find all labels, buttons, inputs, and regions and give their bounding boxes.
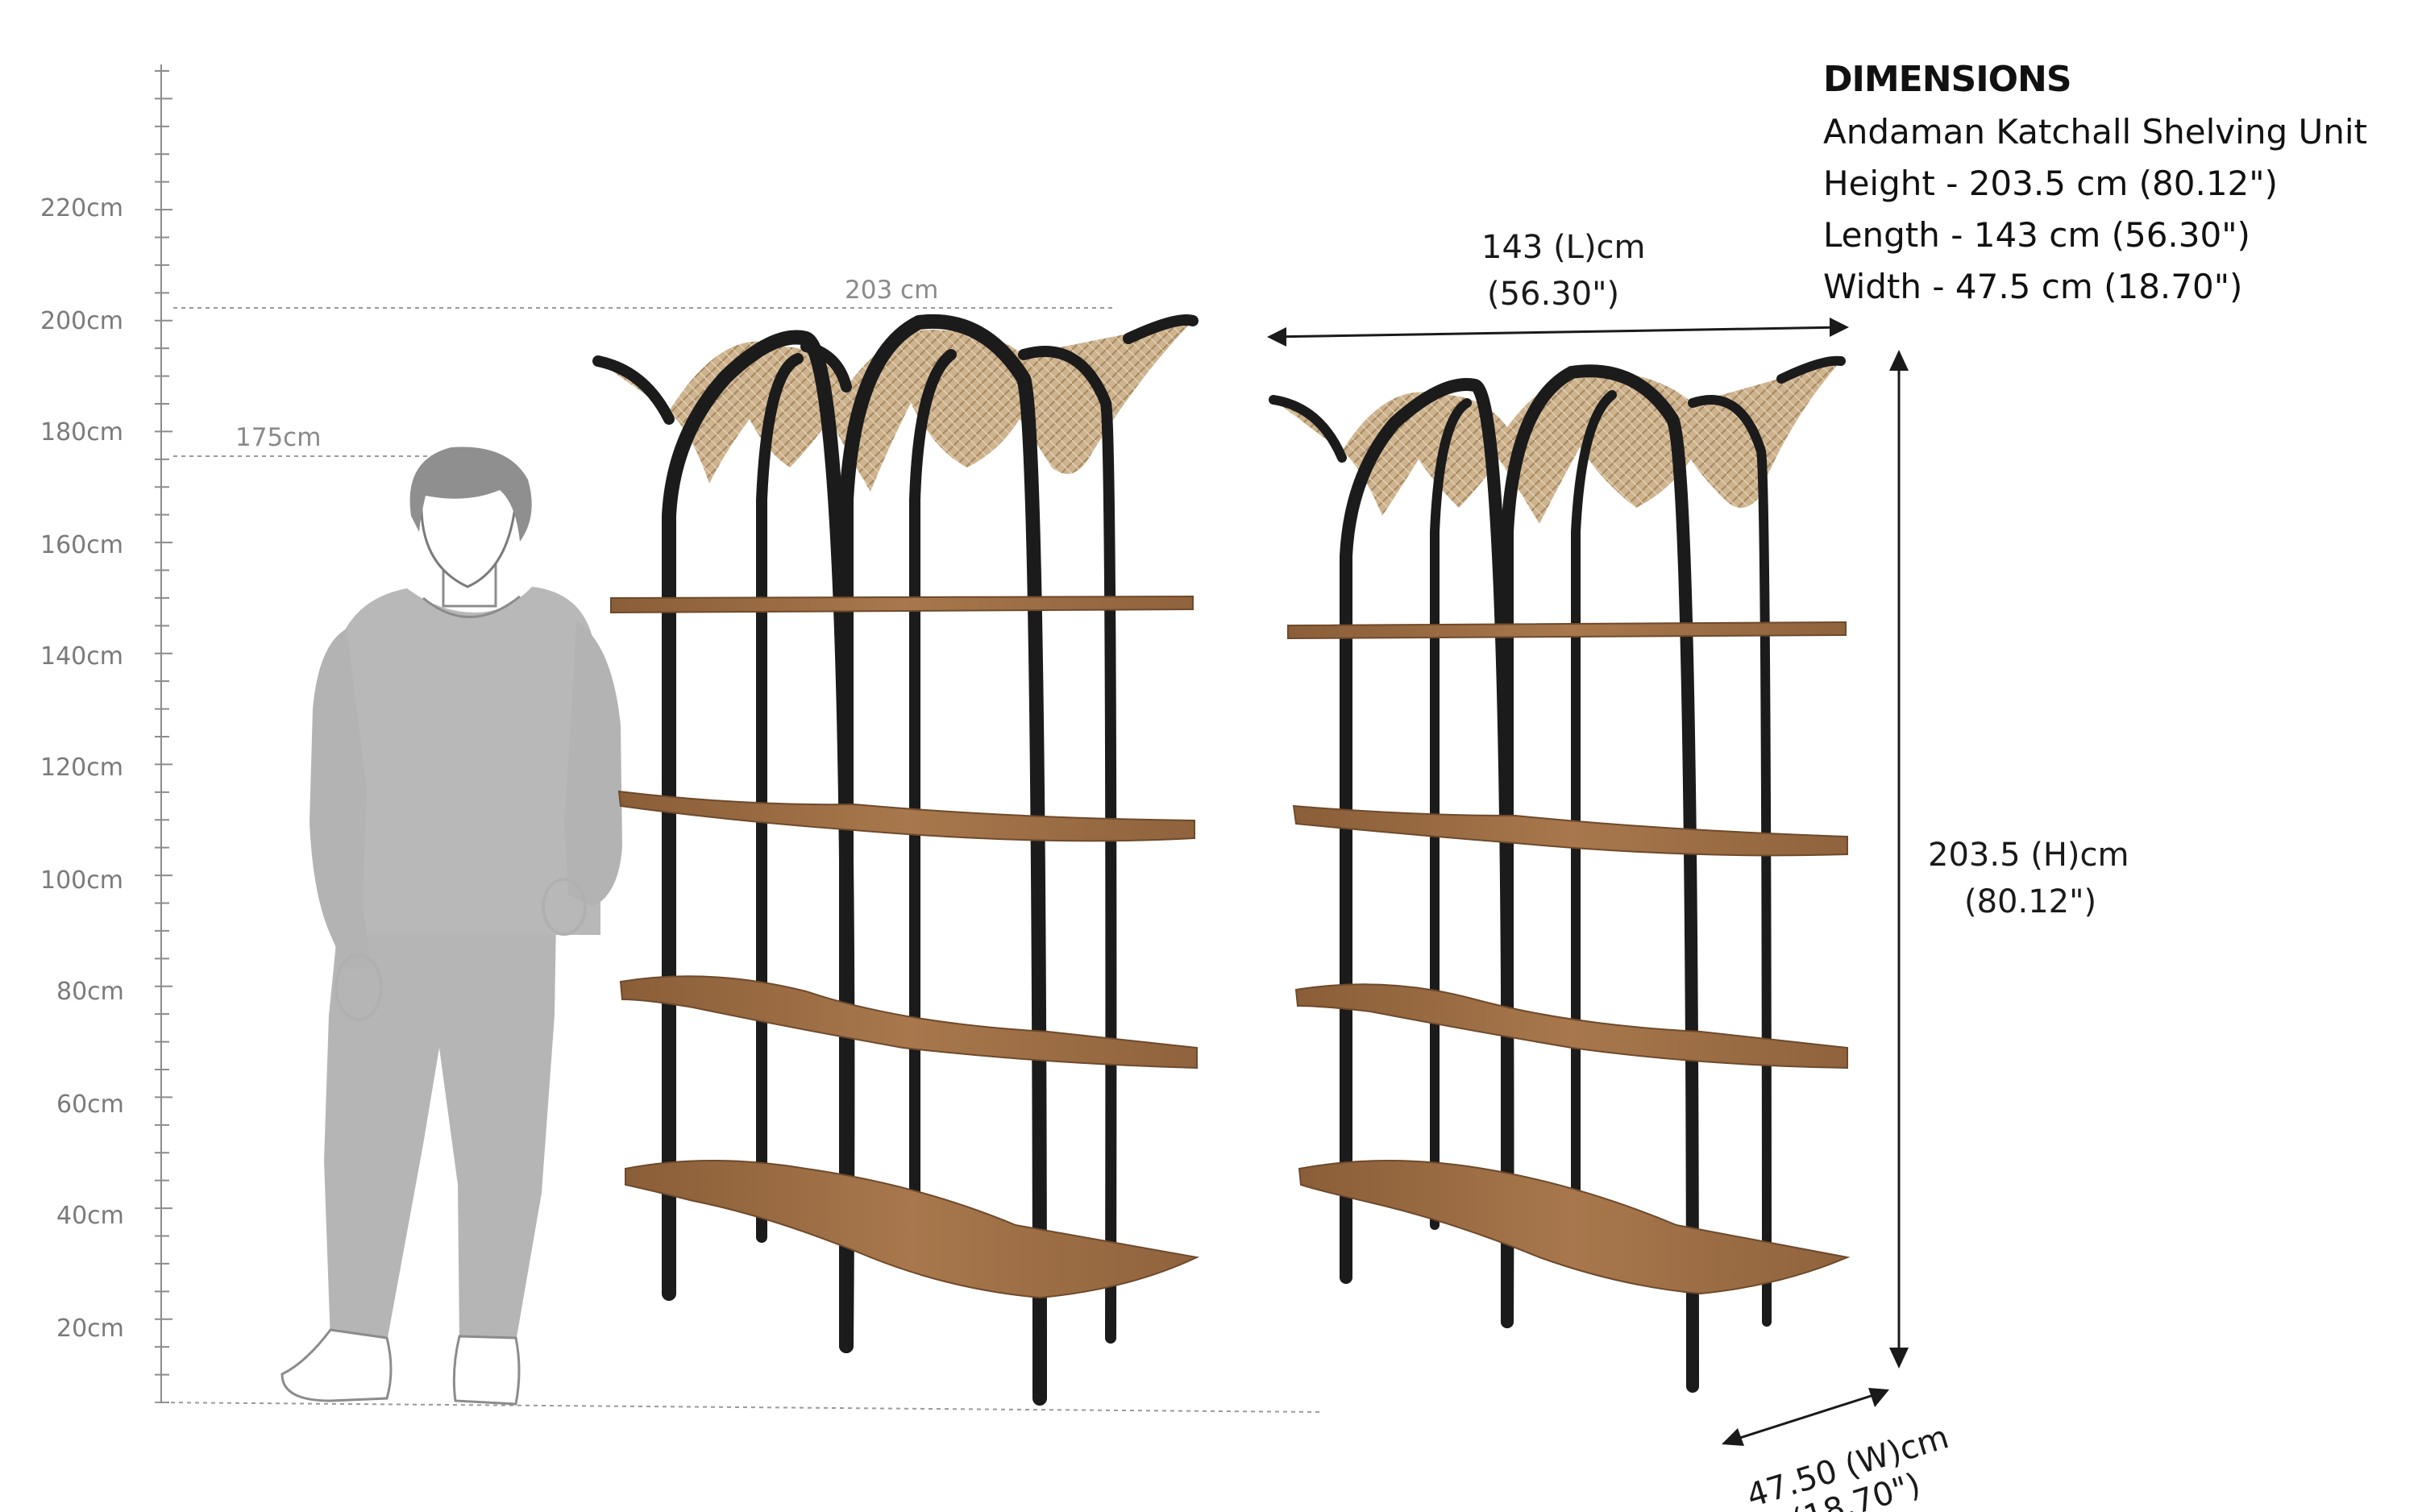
width-arrow: [1724, 1389, 1887, 1444]
arch-right-big: [839, 314, 1047, 1406]
length-cm-label: 143 (L)cm: [1481, 229, 1646, 266]
shelf-3-right: [1294, 983, 1848, 1070]
ruler-ticks: [155, 70, 172, 1403]
arch-outer-right-right: [1688, 395, 1772, 1327]
dimensions-panel: DIMENSIONS Andaman Katchall Shelving Uni…: [1823, 53, 2403, 313]
ruler-label-40: 40cm: [56, 1202, 124, 1230]
shelf-top: [610, 595, 1194, 614]
ruler-label-200: 200cm: [40, 307, 123, 335]
shelving-unit-right: [1269, 355, 1851, 1393]
shelf-2: [617, 790, 1195, 842]
ruler-label-120: 120cm: [40, 754, 123, 782]
person-torso: [332, 587, 600, 935]
arch-inner-left-b: [800, 341, 852, 393]
ruler-label-160: 160cm: [40, 531, 123, 559]
arch-frame: [592, 314, 1199, 1406]
shelf-4-right: [1298, 1160, 1851, 1295]
length-arrow: [1269, 326, 1847, 339]
shelf-2-right: [1292, 804, 1848, 857]
dimension-arrows: 143 (L)cm (56.30") 203.5 (H)cm (80.12") …: [1267, 229, 2129, 1512]
ground-line: [154, 1402, 1323, 1413]
ruler-label-80: 80cm: [56, 978, 124, 1006]
person-hair: [409, 447, 532, 542]
height-reference-lines: 175cm 203 cm: [173, 276, 1112, 457]
canopy-right-tip-right: [1776, 355, 1846, 384]
dimensions-heading: DIMENSIONS: [1823, 59, 2072, 100]
height-arrow-head-bottom: [1889, 1348, 1909, 1369]
person-right-arm: [564, 621, 622, 907]
ruler-label-220: 220cm: [40, 194, 123, 222]
length-arrow-head-right: [1830, 318, 1849, 337]
ruler-label-140: 140cm: [40, 642, 123, 671]
arch-right-big-right: [1501, 364, 1699, 1393]
product-name: Andaman Katchall Shelving Unit: [1823, 112, 2367, 152]
height-in-label: (80.12"): [1964, 883, 2096, 920]
shelf-4: [625, 1160, 1200, 1299]
unit-height-label: 203 cm: [845, 276, 938, 305]
shelving-unit-left: [592, 314, 1200, 1406]
ruler-label-60: 60cm: [56, 1090, 124, 1119]
shelves: [610, 595, 1200, 1299]
arch-outer-right: [1018, 346, 1117, 1344]
ruler-label-20: 20cm: [56, 1315, 124, 1343]
shelf-3: [619, 975, 1198, 1070]
person-left-arm: [310, 629, 371, 971]
width-arrow-head-left: [1722, 1428, 1744, 1446]
height-spec: Height - 203.5 cm (80.12"): [1823, 164, 2278, 203]
arch-inner-right-right: [1571, 390, 1617, 1214]
person-silhouette: [280, 447, 622, 1406]
height-arrow-head-top: [1889, 350, 1909, 371]
ruler-label-100: 100cm: [40, 866, 123, 895]
width-spec: Width - 47.5 cm (18.70"): [1823, 267, 2243, 306]
person-right-hand: [542, 878, 587, 936]
person-left-shoe: [280, 1328, 393, 1402]
person-height-label: 175cm: [235, 423, 321, 452]
person-right-shoe: [452, 1335, 521, 1406]
length-arrow-head-left: [1267, 327, 1286, 347]
person-legs: [324, 919, 556, 1342]
ruler-label-180: 180cm: [40, 418, 123, 447]
canopy-left-tip-right: [1269, 395, 1347, 463]
shelf-top-right: [1287, 621, 1847, 640]
arch-inner-left-right: [1430, 398, 1472, 1230]
arch-inner-right: [909, 349, 957, 1207]
arch-inner-left: [756, 353, 804, 1243]
shelves-right: [1287, 621, 1851, 1295]
length-spec: Length - 143 cm (56.30"): [1823, 215, 2250, 255]
height-cm-label: 203.5 (H)cm: [1928, 837, 2129, 874]
ruler-labels: 220cm 200cm 180cm 160cm 140cm 120cm 100c…: [40, 194, 124, 1343]
width-arrow-head-right: [1868, 1388, 1889, 1407]
person-collar: [422, 595, 521, 618]
canopy-left-tip: [592, 355, 675, 425]
person-left-hand: [334, 953, 383, 1021]
canopy-right-tip: [1123, 314, 1199, 344]
arch-frame-right: [1269, 355, 1846, 1393]
length-in-label: (56.30"): [1487, 276, 1619, 313]
height-ruler: 220cm 200cm 180cm 160cm 140cm 120cm 100c…: [40, 64, 1323, 1413]
